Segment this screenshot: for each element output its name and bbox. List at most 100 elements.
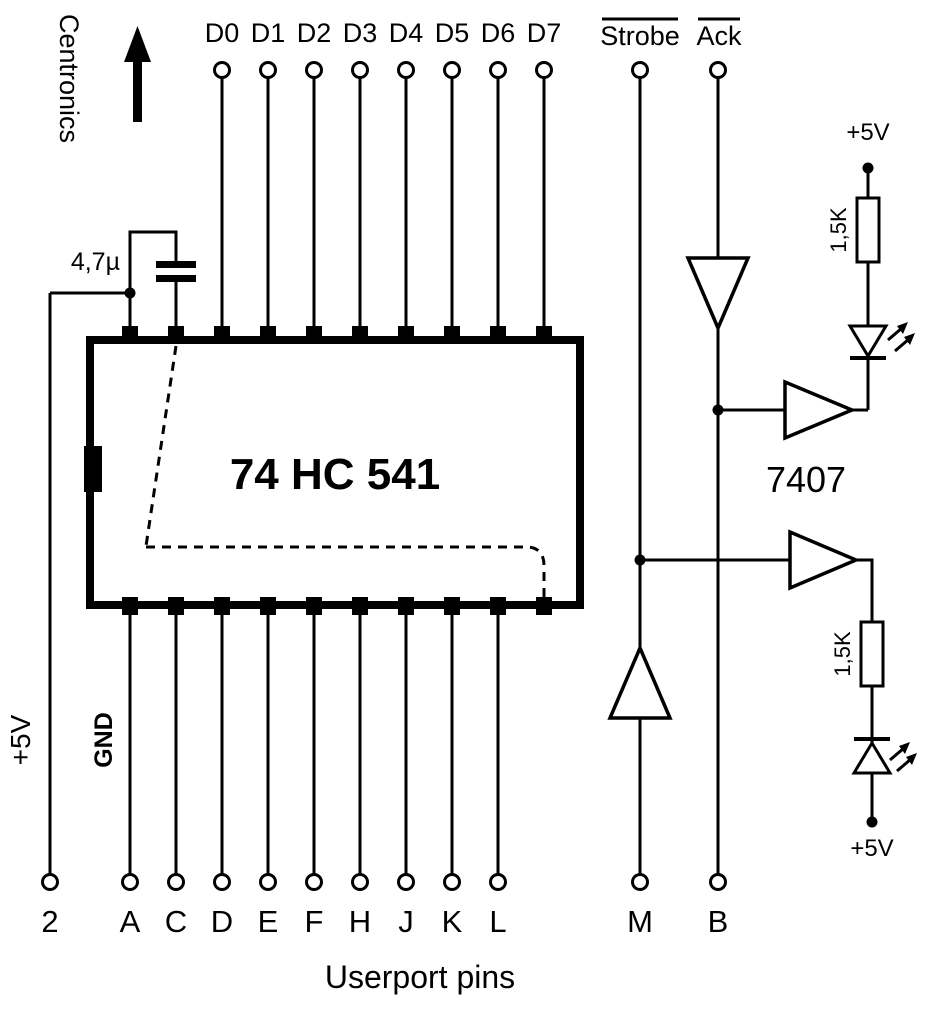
ic-pin xyxy=(352,326,368,344)
emission-arrow-head xyxy=(906,753,917,765)
ic-label: 74 HC 541 xyxy=(230,450,440,499)
ic-pin xyxy=(398,326,414,344)
ic-74hc541: 74 HC 541 xyxy=(84,326,584,615)
terminal-circle xyxy=(535,61,553,79)
data-line-label: D0 xyxy=(205,18,240,48)
capacitor-plate xyxy=(156,275,196,282)
terminal-circle xyxy=(121,873,139,891)
ic-pin xyxy=(444,597,460,615)
strobe-label: Strobe xyxy=(600,21,680,51)
userport-pin-label: E xyxy=(258,904,279,939)
resistor-label: 1,5K xyxy=(830,631,855,677)
emission-arrow-head xyxy=(897,322,908,334)
emission-arrow-icon xyxy=(887,326,903,342)
capacitor-label: 4,7µ xyxy=(71,248,120,276)
led-triangle xyxy=(847,324,889,359)
userport-pin-label: C xyxy=(165,904,187,939)
data-line-label: D6 xyxy=(481,18,516,48)
terminal-circle xyxy=(351,873,369,891)
buffer-ic-label: 7407 xyxy=(766,459,846,500)
ic-pin xyxy=(260,326,276,344)
terminal-circle xyxy=(397,61,415,79)
led-triangle xyxy=(851,740,893,775)
strobe-line: Strobe M xyxy=(600,17,680,939)
ic-pin xyxy=(398,597,414,615)
userport-terminals: A C D E F H J K L GND Userport pins xyxy=(90,612,515,995)
terminal-circle xyxy=(41,873,59,891)
userport-pin-label: A xyxy=(120,904,141,939)
led-icon xyxy=(847,322,915,360)
ack-label: Ack xyxy=(696,21,742,51)
led-driver-top: 1,5K +5V xyxy=(718,119,915,441)
buffer-right-icon xyxy=(783,379,857,441)
terminal-circle xyxy=(443,873,461,891)
terminal-circle xyxy=(631,61,649,79)
led-driver-bottom: 1,5K +5V xyxy=(640,529,917,862)
terminal-circle xyxy=(259,61,277,79)
terminal-circle xyxy=(305,61,323,79)
supply-top-right-label: +5V xyxy=(846,119,889,146)
buffer-down-icon xyxy=(685,256,751,333)
supply-left-rail: 2 +5V 4,7µ xyxy=(5,230,196,939)
ic-pin xyxy=(444,326,460,344)
terminal-circle xyxy=(709,61,727,79)
data-lines: D0 D1 D2 D3 D4 D5 D6 D7 xyxy=(205,18,562,336)
terminal-circle xyxy=(213,873,231,891)
resistor xyxy=(855,196,881,264)
resistor-label: 1,5K xyxy=(826,207,851,253)
data-line-label: D7 xyxy=(527,18,562,48)
emission-arrow-head xyxy=(904,333,915,345)
emission-arrow-icon xyxy=(889,746,905,762)
userport-pin-label: K xyxy=(442,904,463,939)
userport-pin-label: F xyxy=(305,904,324,939)
terminal-circle xyxy=(631,873,649,891)
led-icon xyxy=(851,737,917,775)
ic-notch xyxy=(84,446,102,492)
emission-arrow-icon xyxy=(894,337,910,353)
userport-pin-label: H xyxy=(349,904,371,939)
data-line-label: D1 xyxy=(251,18,286,48)
capacitor-plate xyxy=(156,261,196,268)
emission-arrow-icon xyxy=(896,757,912,773)
terminal-circle xyxy=(259,873,277,891)
centronics-header: Centronics xyxy=(54,14,151,143)
terminal-label-m: M xyxy=(627,904,653,939)
ic-pin xyxy=(490,597,506,615)
ic-pin xyxy=(536,597,552,615)
emission-arrow-head xyxy=(899,742,910,754)
supply-bottom-right-label: +5V xyxy=(850,835,893,862)
centronics-label: Centronics xyxy=(54,14,84,143)
junction-dot xyxy=(862,162,874,174)
userport-caption: Userport pins xyxy=(325,959,515,995)
terminal-circle xyxy=(443,61,461,79)
terminal-circle xyxy=(709,873,727,891)
ic-pin xyxy=(122,326,138,344)
ic-pin xyxy=(168,326,184,344)
terminal-circle xyxy=(305,873,323,891)
terminal-label-2: 2 xyxy=(41,904,58,939)
terminal-circle xyxy=(489,61,507,79)
data-line-label: D3 xyxy=(343,18,378,48)
wire-segment xyxy=(856,558,874,622)
terminal-circle xyxy=(397,873,415,891)
junction-dot xyxy=(866,816,878,828)
ic-pin xyxy=(168,597,184,615)
terminal-circle xyxy=(351,61,369,79)
ic-pin xyxy=(490,326,506,344)
ack-line: Ack B xyxy=(685,17,751,939)
terminal-circle xyxy=(213,61,231,79)
ic-pin xyxy=(122,597,138,615)
terminal-label-b: B xyxy=(708,904,729,939)
internal-dashed-connection xyxy=(144,345,546,597)
ic-pin xyxy=(352,597,368,615)
ic-pin xyxy=(214,597,230,615)
userport-pin-label: D xyxy=(211,904,233,939)
ic-pin xyxy=(260,597,276,615)
up-arrow-icon xyxy=(124,26,151,122)
ic-pin xyxy=(306,326,322,344)
buffer-up-icon xyxy=(607,643,673,720)
data-line-label: D2 xyxy=(297,18,332,48)
userport-pin-label: J xyxy=(398,904,414,939)
